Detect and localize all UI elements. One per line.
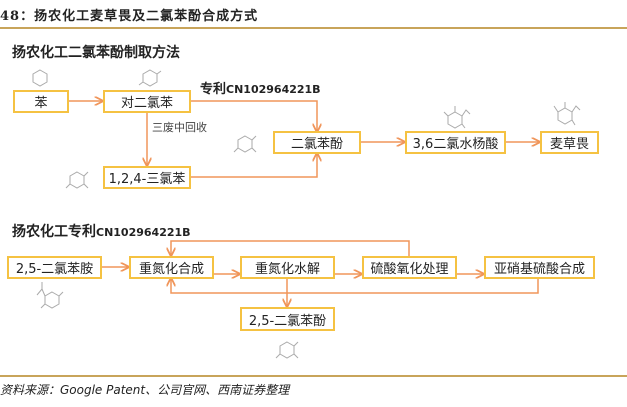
patent-caption: 专利CN102964221B: [200, 78, 321, 97]
section1-title: 扬农化工二氯苯酚制取方法: [12, 45, 180, 61]
patent-label: 专利: [200, 82, 227, 97]
section2-title: 扬农化工专利CN102964221B: [12, 221, 191, 241]
node-nitrosylsulfuric-acid: 亚硝基硫酸合成: [484, 256, 595, 279]
node-benzene: 苯: [13, 90, 69, 113]
arrow-pdcb-dcp: [190, 100, 317, 131]
recycle-note: 三废中回收: [152, 121, 207, 134]
dicamba-structure-icon: [553, 102, 581, 126]
arrow-tcb-dcp: [190, 154, 317, 178]
benzene-structure-icon: [32, 69, 48, 87]
node-dichlorophenol: 二氯苯酚: [273, 131, 361, 154]
dcp-structure-icon: [233, 135, 257, 153]
section2-title-text: 扬农化工专利: [12, 224, 96, 240]
node-sulfuric-oxidation: 硫酸氧化处理: [362, 256, 457, 279]
arrow-sulf-loop-diazo: [171, 240, 410, 256]
node-dichloroaniline: 2,5-二氯苯胺: [7, 256, 102, 279]
source-note: 资料来源：Google Patent、公司官网、西南证券整理: [0, 383, 290, 397]
figure-title: 48：扬农化工麦草畏及二氯苯酚合成方式: [0, 9, 259, 24]
node-diazo-hydrolysis: 重氮化水解: [240, 256, 335, 279]
tcb-structure-icon: [65, 171, 89, 189]
node-trichlorobenzene: 1,2,4-三氯苯: [103, 166, 191, 189]
section2-patent-number: CN102964221B: [96, 226, 191, 239]
top-rule: [0, 27, 627, 29]
patent-number: CN102964221B: [226, 83, 321, 96]
pdcb-structure-icon: [138, 69, 162, 87]
node-25-dichlorophenol: 2,5-二氯苯酚: [240, 307, 335, 331]
node-dicamba: 麦草畏: [540, 131, 599, 154]
bottom-rule: [0, 375, 627, 377]
dca-structure-icon: [36, 282, 64, 309]
arrow-nitroso-loop-diazo: [171, 278, 539, 294]
dcp25-structure-icon: [275, 341, 299, 359]
node-diazotization: 重氮化合成: [129, 256, 214, 279]
node-dichlorosalicylic-acid: 3,6二氯水杨酸: [405, 131, 506, 154]
node-p-dichlorobenzene: 对二氯苯: [103, 90, 191, 113]
dcsa-structure-icon: [443, 106, 471, 129]
